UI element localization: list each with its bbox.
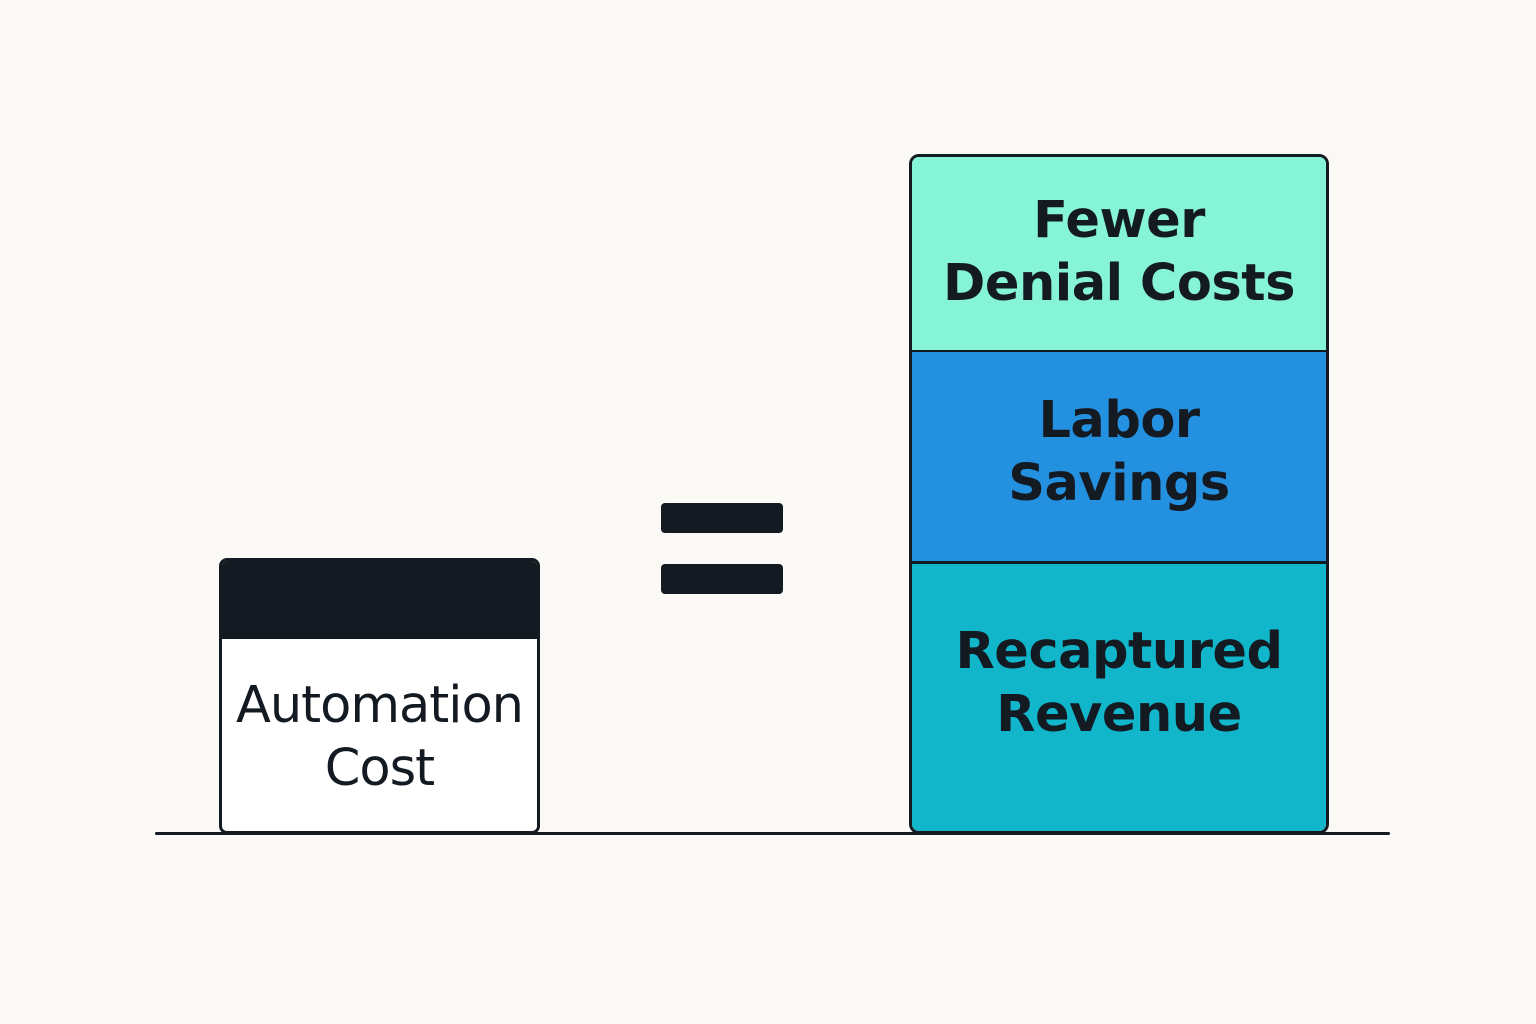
automation-cost-body: Automation Cost: [222, 637, 537, 831]
ground-baseline: [155, 832, 1390, 835]
recaptured-revenue-label: Recaptured Revenue: [955, 622, 1283, 744]
automation-cost-header: [222, 561, 537, 637]
fewer-denial-costs-label: Fewer Denial Costs: [943, 190, 1295, 313]
automation-cost-box: Automation Cost: [219, 558, 540, 834]
fewer-denial-costs-segment: Fewer Denial Costs: [912, 157, 1326, 350]
labor-savings-label: Labor Savings: [1008, 390, 1230, 513]
automation-cost-label: Automation Cost: [235, 676, 524, 798]
recaptured-revenue-segment: Recaptured Revenue: [912, 561, 1326, 831]
labor-savings-segment: Labor Savings: [912, 350, 1326, 561]
equals-sign-bottom-bar: [661, 564, 783, 594]
benefits-stack: Fewer Denial Costs Labor Savings Recaptu…: [909, 154, 1329, 834]
equals-sign-top-bar: [661, 503, 783, 533]
